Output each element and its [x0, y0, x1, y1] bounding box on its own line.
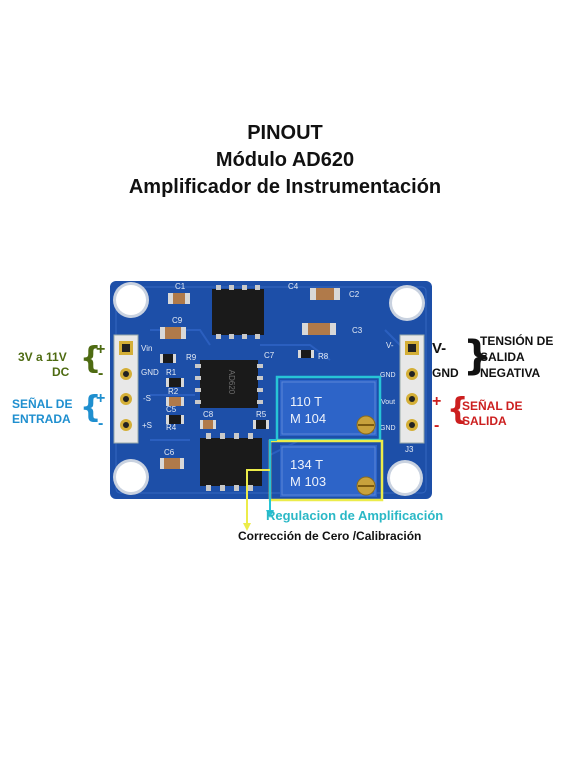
neg-voltage-brace: }: [463, 333, 492, 379]
silk-s-pos: +S: [142, 421, 152, 430]
mounting-holes: [113, 282, 425, 496]
ic-u1: [212, 285, 264, 339]
silk-c5: C5: [166, 405, 177, 414]
silk-r5: R5: [256, 410, 267, 419]
input-plus: +: [96, 390, 106, 407]
input-minus: -: [98, 415, 104, 432]
silk-gnd-right-2: GND: [380, 425, 396, 432]
output-label-2: SALIDA: [462, 414, 507, 428]
neg-voltage-label-1: TENSIÓN DE: [480, 334, 554, 348]
gain-pointer: [269, 439, 277, 512]
input-label-2: ENTRADA: [12, 412, 71, 426]
smd-components: [160, 288, 340, 469]
silk-c1: C1: [175, 282, 186, 291]
silk-gnd-right-1: GND: [380, 372, 396, 379]
output-brace: {: [447, 392, 469, 427]
power-plus: +: [96, 341, 106, 358]
output-plus: +: [432, 393, 442, 410]
silk-r4: R4: [166, 423, 177, 432]
vneg-label: V-: [432, 340, 447, 357]
power-label-1: 3V a 11V: [18, 350, 67, 364]
silk-s-neg: -S: [143, 394, 151, 403]
pot-zero-line2: M 103: [290, 474, 326, 489]
left-header-pins: [119, 341, 133, 431]
ic-ad620: AD620: [195, 360, 263, 408]
ic-u3: [200, 433, 262, 491]
pot-gain: 110 T M 104: [280, 380, 377, 436]
neg-voltage-label-2: SALIDA: [480, 350, 525, 364]
silk-j3: J3: [405, 445, 414, 454]
silk-r9: R9: [186, 353, 197, 362]
pcb-traces: [150, 329, 401, 456]
pot-zero-line1: 134 T: [290, 457, 323, 472]
silk-c2: C2: [349, 290, 360, 299]
silk-c4: C4: [288, 282, 299, 291]
neg-voltage-label-3: NEGATIVA: [480, 366, 541, 380]
silk-c9: C9: [172, 316, 183, 325]
pot-zero: 134 T M 103: [280, 445, 377, 497]
output-minus: -: [434, 417, 440, 434]
gnd-label: GND: [432, 366, 459, 380]
silkscreen-labels: C1 C4 C2 C9 C3 Vin R9 C7 R8 GND R1 R2 -S…: [141, 282, 414, 457]
silk-c3: C3: [352, 326, 363, 335]
power-label-2: DC: [52, 365, 70, 379]
pot-gain-line2: M 104: [290, 411, 326, 426]
input-brace: {: [80, 390, 102, 425]
input-label-1: SEÑAL DE: [12, 397, 73, 411]
title-line-3: Amplificador de Instrumentación: [128, 176, 442, 198]
title-line-2: Módulo AD620: [215, 149, 355, 171]
pot-gain-line1: 110 T: [290, 394, 322, 409]
silk-c6: C6: [164, 448, 175, 457]
right-header-pins: [405, 341, 419, 431]
silk-r8: R8: [318, 352, 329, 361]
silk-r1: R1: [166, 368, 177, 377]
silk-v-right: V-: [386, 341, 394, 350]
zero-pointer: [246, 469, 270, 525]
title-line-1: PINOUT: [247, 122, 323, 144]
output-label-1: SEÑAL DE: [462, 399, 523, 413]
ic-ad620-marking: AD620: [227, 370, 236, 395]
silk-vin: Vin: [141, 344, 152, 353]
zero-annotation: Corrección de Cero /Calibración: [238, 529, 422, 543]
silk-gnd-left: GND: [141, 368, 159, 377]
silk-r2: R2: [168, 387, 179, 396]
power-brace: {: [80, 341, 102, 376]
pcb-board: [110, 281, 432, 499]
gain-annotation: Regulacion de Amplificación: [266, 508, 444, 523]
silk-c7: C7: [264, 351, 275, 360]
silk-c8: C8: [203, 410, 214, 419]
power-minus: -: [98, 365, 104, 382]
silk-vout: Vout: [381, 399, 395, 406]
